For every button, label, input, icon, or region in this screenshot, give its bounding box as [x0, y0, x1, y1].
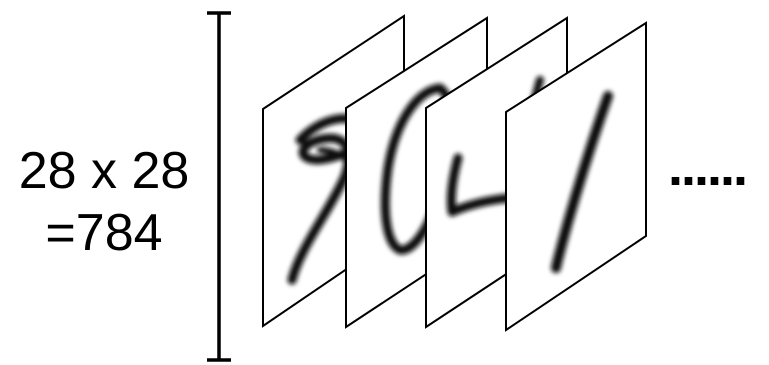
dimension-bracket — [207, 13, 231, 360]
continuation-dots: ...... — [668, 142, 746, 192]
